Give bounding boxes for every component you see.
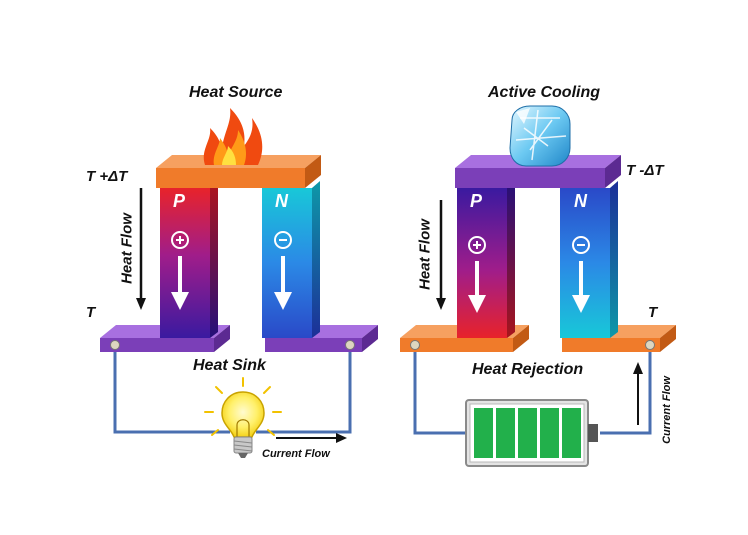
right-current-flow-label: Current Flow: [661, 376, 673, 444]
left-p-plus-icon: [171, 231, 189, 249]
right-hot-temp-label: T: [648, 304, 658, 321]
left-circuit-wire: [113, 350, 352, 434]
light-bulb-icon: [204, 377, 282, 458]
right-terminal-dot: [645, 340, 655, 350]
right-p-label: P: [470, 191, 483, 211]
right-p-plus-icon: [468, 236, 486, 254]
right-current-flow-arrow-icon: [633, 362, 643, 425]
left-p-leg: [160, 181, 218, 338]
right-heat-flow-arrow-icon: [436, 200, 446, 310]
left-p-down-arrow-icon: [171, 256, 189, 310]
battery-icon: [465, 399, 598, 467]
left-heat-flow-arrow-icon: [136, 188, 146, 310]
left-hot-temp-label: T +ΔT: [86, 168, 128, 185]
flame-icon: [203, 108, 263, 165]
right-circuit-wire: [413, 350, 652, 435]
left-p-label: P: [173, 191, 186, 211]
left-current-flow-label: Current Flow: [262, 448, 330, 460]
left-terminal-dot: [345, 340, 355, 350]
right-p-leg: [457, 181, 515, 338]
ice-cube-icon: [509, 105, 571, 167]
left-heat-flow-label: Heat Flow: [118, 213, 136, 284]
right-bottom-label: Heat Rejection: [472, 361, 584, 378]
left-cold-temp-label: T: [86, 304, 96, 321]
left-n-label: N: [275, 191, 288, 211]
battery-cell: [474, 408, 493, 458]
left-bottom-label: Heat Sink: [193, 357, 266, 374]
left-current-flow-arrow-icon: [276, 433, 347, 443]
right-cold-temp-label: T -ΔT: [626, 162, 664, 179]
right-p-down-arrow-icon: [468, 261, 486, 313]
left-terminal-dot: [110, 340, 120, 350]
left-n-leg: [262, 181, 320, 338]
battery-cell: [496, 408, 515, 458]
left-n-minus-icon: [274, 231, 292, 249]
right-heat-flow-label: Heat Flow: [416, 219, 434, 290]
battery-cell: [518, 408, 537, 458]
right-n-down-arrow-icon: [572, 261, 590, 313]
left-top-plate: [156, 155, 321, 188]
right-n-leg: [560, 181, 618, 338]
left-n-down-arrow-icon: [274, 256, 292, 310]
right-title: Active Cooling: [488, 84, 601, 101]
right-n-minus-icon: [572, 236, 590, 254]
battery-cell: [562, 408, 581, 458]
battery-cell: [540, 408, 559, 458]
left-title: Heat Source: [189, 84, 283, 101]
right-terminal-dot: [410, 340, 420, 350]
right-n-label: N: [574, 191, 587, 211]
